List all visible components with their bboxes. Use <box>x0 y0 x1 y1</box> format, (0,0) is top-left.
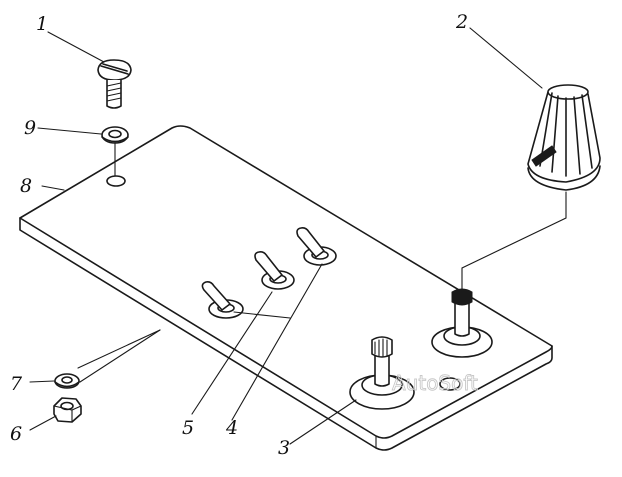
callout-3: 3 <box>278 437 290 459</box>
callout-6: 6 <box>10 423 22 445</box>
callout-5: 5 <box>182 417 194 439</box>
leader-lines <box>29 27 543 445</box>
callout-7: 7 <box>10 373 23 395</box>
callout-4: 4 <box>225 417 238 439</box>
mounting-hole <box>439 377 461 391</box>
callout-8: 8 <box>20 175 32 197</box>
callout-9: 9 <box>24 117 36 139</box>
watermark: AutoSoft <box>392 371 478 395</box>
screw <box>97 59 132 109</box>
toggle-switch-left <box>201 281 244 319</box>
toggle-switch-middle <box>254 251 295 290</box>
potentiometer <box>349 336 415 410</box>
knob-shaft-connector <box>461 191 567 291</box>
hex-nut <box>53 397 82 423</box>
callout-1: 1 <box>36 13 48 35</box>
toggle-switch-right <box>296 227 337 266</box>
callout-2: 2 <box>455 11 468 33</box>
lock-washer <box>101 126 129 144</box>
potentiometer-right <box>431 288 493 358</box>
flat-washer <box>54 373 80 389</box>
screw-hole <box>106 175 126 187</box>
callout-labels: 1 2 3 4 5 6 7 8 9 <box>10 11 468 459</box>
knob <box>527 84 601 191</box>
